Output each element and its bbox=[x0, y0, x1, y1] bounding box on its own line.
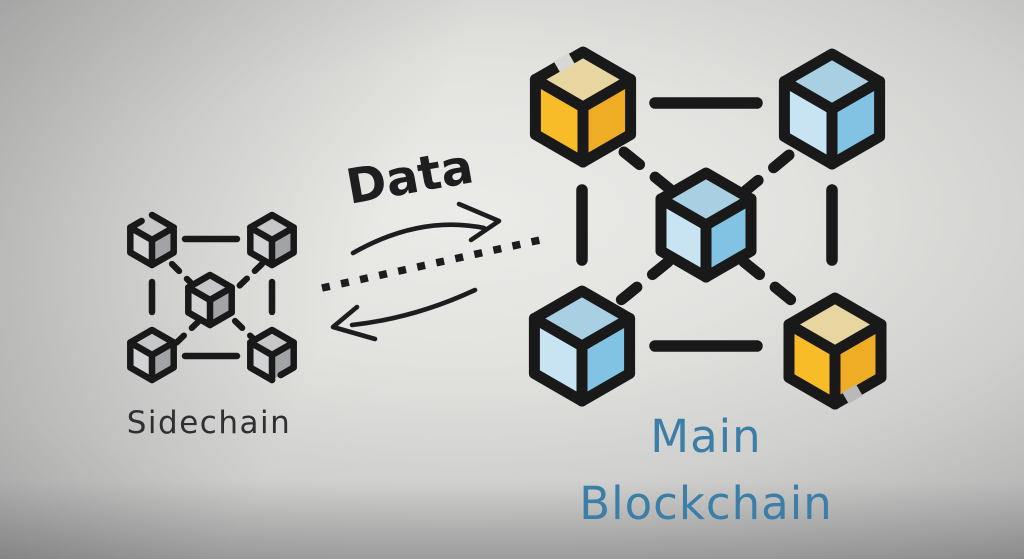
outline-gap bbox=[842, 384, 863, 404]
main-blockchain-label-line2: Blockchain bbox=[579, 477, 833, 530]
cube-face-top bbox=[188, 275, 232, 300]
cube-inner-edges bbox=[778, 76, 886, 170]
arrow-right-curve bbox=[350, 222, 487, 256]
main-link-diag-tl bbox=[618, 146, 677, 196]
cube-inner-edges bbox=[529, 74, 637, 168]
sidechain-block-bottom-left bbox=[127, 326, 177, 384]
main-block-bottom-left-blue bbox=[528, 285, 636, 407]
main-block-top-right-blue bbox=[778, 48, 886, 170]
sidechain-network bbox=[127, 211, 297, 384]
cube-inner-edges bbox=[127, 339, 177, 384]
main-block-center-blue bbox=[655, 167, 757, 283]
cube-inner-edges bbox=[247, 339, 297, 384]
cube-face-right bbox=[272, 227, 294, 265]
main-link-diag-br bbox=[738, 256, 797, 306]
sidechain-block-center bbox=[185, 271, 235, 329]
arrow-left-curve bbox=[349, 287, 478, 328]
data-transfer bbox=[321, 201, 541, 342]
cube-inner-edges bbox=[127, 224, 177, 269]
cube-face-right bbox=[272, 342, 294, 380]
main-link-diag-bl bbox=[615, 256, 674, 306]
sidechain-block-bottom-right bbox=[247, 326, 297, 384]
arrow-left-head-icon bbox=[330, 304, 378, 342]
dotted-connection-line bbox=[321, 236, 541, 292]
cube-inner-edges bbox=[247, 224, 297, 269]
cube-inner-edges bbox=[185, 284, 235, 329]
cube-inner-edges bbox=[783, 319, 887, 410]
sidechain-block-top-right bbox=[247, 211, 297, 269]
cube-face-top bbox=[130, 215, 174, 240]
outline-gap bbox=[553, 52, 575, 73]
cube-face-top bbox=[130, 330, 174, 355]
arrow-right-head-icon bbox=[456, 201, 502, 243]
main-blockchain-network bbox=[528, 46, 887, 410]
sidechain-link-diag-tr bbox=[230, 260, 266, 295]
cube-inner-edges bbox=[528, 313, 636, 407]
cube-inner-edges bbox=[655, 193, 757, 283]
main-block-bottom-right-yellow bbox=[783, 292, 887, 410]
sidechain-block-top-left bbox=[127, 211, 177, 269]
cube-outline bbox=[247, 326, 297, 384]
main-blockchain-label-line1: Main bbox=[650, 410, 761, 463]
cube-outline bbox=[783, 292, 887, 410]
sidechain-label: Sidechain bbox=[127, 405, 292, 441]
main-block-top-left-yellow bbox=[529, 46, 637, 168]
main-link-diag-tr bbox=[738, 149, 795, 198]
